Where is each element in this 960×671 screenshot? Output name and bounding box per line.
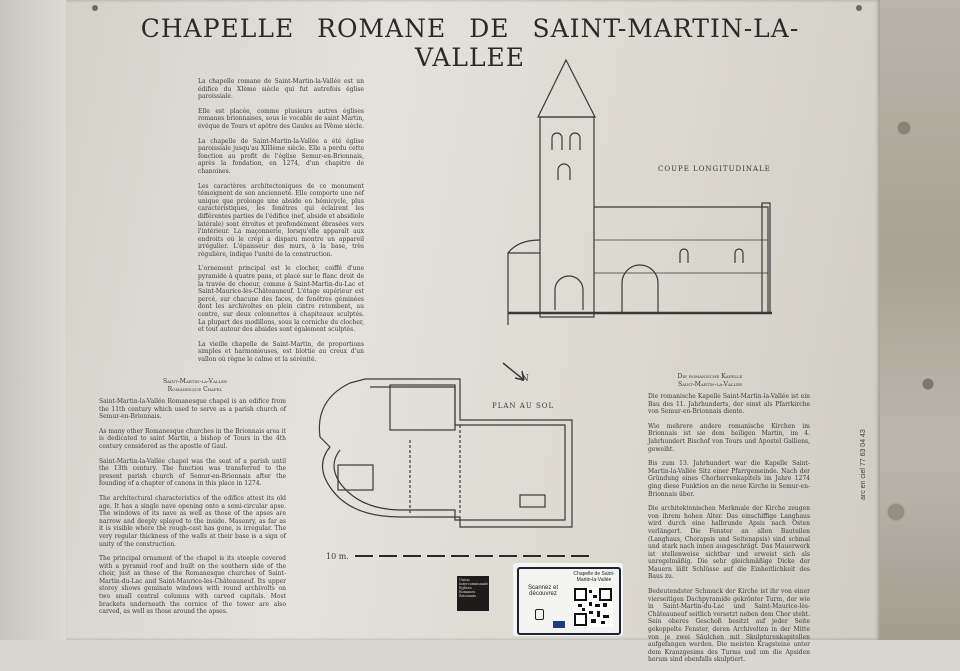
north-label: N (521, 374, 530, 384)
paragraph: Bis zum 13. Jahrhundert war die Kapelle … (648, 460, 810, 498)
heading-line: Saint-Martin-la-Vallee (677, 381, 743, 388)
wall-left (0, 0, 66, 640)
phone-icon (535, 609, 544, 620)
paragraph: La chapelle romane de Saint-Martin-la-Va… (198, 78, 364, 101)
paragraph: The architectural characteristics of the… (99, 494, 286, 548)
paragraph: Saint-Martin-la-Vallée Romanesque chapel… (99, 398, 286, 421)
english-heading: Saint-Martin-la-Vallee Romanesque Chapel (110, 378, 280, 394)
screw (92, 5, 98, 11)
logo-text: Union Intercommunale Eglises Romanes Bri… (459, 578, 489, 598)
side-print-text: arc en ciel 77 63 04 43 (860, 429, 867, 500)
screw (856, 5, 862, 11)
paragraph: As many other Romanesque churches in the… (99, 427, 286, 450)
paragraph: Les caractères architectoniques de ce mo… (198, 182, 364, 258)
arches (554, 264, 659, 313)
tower-base (389, 384, 456, 431)
german-heading: Die romanische Kapelle Saint-Martin-la-V… (660, 373, 760, 389)
paragraph: Die romanische Kapelle Saint-Martin-la-V… (648, 393, 810, 416)
paragraph: La vieille chapelle de Saint-Martin, de … (198, 340, 364, 363)
paragraph: Die architektonischen Merkmale der Kirch… (648, 505, 810, 581)
plan-outline (318, 378, 573, 528)
plan-label: PLAN AU SOL (492, 402, 555, 410)
nave (594, 206, 769, 314)
paragraph: Saint-Martin-la-Vallée chapel was the se… (99, 457, 286, 488)
west-wall (761, 202, 771, 314)
apse (507, 239, 541, 325)
english-text: Saint-Martin-la-Vallée Romanesque chapel… (99, 398, 286, 623)
heading-line: Saint-Martin-la-Vallee (162, 378, 228, 385)
qr-sticker-cta: Scannez et découvrez (527, 585, 559, 597)
plan-inner (333, 386, 566, 521)
paragraph: Bedeutendster Schmuck der Kirche ist ihr… (648, 588, 810, 664)
brionnais-logo: Union Intercommunale Eglises Romanes Bri… (457, 576, 489, 611)
plan-detail (519, 494, 546, 508)
panel-title: CHAPELLE ROMANE DE SAINT-MARTIN-LA-VALLE… (140, 14, 800, 72)
eu-flag-icon (553, 621, 565, 628)
section-label: COUPE LONGITUDINALE (658, 165, 771, 173)
tower (539, 116, 595, 318)
stone-wall-right (880, 0, 960, 640)
nave-lines (594, 239, 768, 274)
north-arrow-icon (502, 362, 525, 381)
qr-code-icon[interactable] (573, 587, 613, 627)
tower-window (557, 163, 571, 180)
longitudinal-section-drawing (507, 58, 772, 325)
paragraph: Wie mehrere andere romanische Kirchen im… (648, 422, 810, 453)
scale-label: 10 m. (326, 552, 349, 561)
french-text: La chapelle romane de Saint-Martin-la-Va… (198, 78, 364, 371)
paragraph: Elle est placée, comme plusieurs autres … (198, 107, 365, 130)
qr-sticker-title: Chapelle de Saint-Martin-la-Vallée (573, 571, 615, 583)
nave-windows (679, 248, 744, 263)
paragraph: L'ornement principal est le clocher, coi… (198, 265, 364, 334)
ground-plan-drawing (318, 378, 573, 528)
german-text: Die romanische Kapelle Saint-Martin-la-V… (648, 393, 810, 671)
plan-dashed (409, 425, 461, 515)
tower-roof (537, 58, 596, 118)
tower-windows (551, 132, 581, 150)
heading-line: Die romanische Kapelle (677, 373, 743, 380)
qr-sticker[interactable]: Chapelle de Saint-Martin-la-Vallée Scann… (513, 563, 623, 636)
paragraph: The principal ornament of the chapel is … (99, 555, 286, 616)
scale-bar (355, 555, 591, 557)
altar (337, 464, 374, 491)
qr-sticker-frame (517, 567, 621, 635)
heading-line: Romanesque Chapel (167, 386, 223, 393)
paragraph: La chapelle de Saint-Martin-la-Vallée a … (198, 137, 364, 175)
info-panel (66, 0, 880, 640)
